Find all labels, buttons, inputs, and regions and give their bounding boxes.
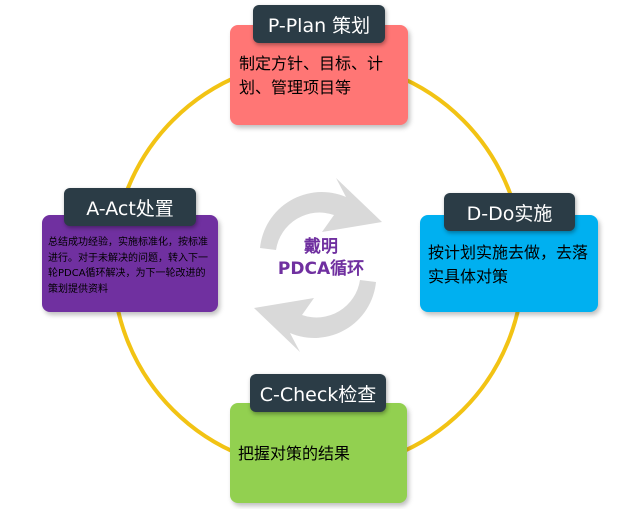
center-label-line2: PDCA循环 <box>277 259 365 280</box>
do-card <box>420 215 598 312</box>
act-card <box>42 215 218 312</box>
act-description: 总结成功经验，实施标准化，按标准进行。对于未解决的问题，转入下一轮PDCA循环解… <box>48 237 208 295</box>
check-card <box>230 403 407 503</box>
do-title: D-Do实施 <box>444 193 575 231</box>
plan-title: P-Plan 策划 <box>253 5 385 43</box>
check-title: C-Check检查 <box>250 374 386 412</box>
center-label-line1: 戴明 <box>304 237 338 257</box>
check-description: 把握对策的结果 <box>238 444 351 463</box>
plan-description: 制定方针、目标、计划、管理项目等 <box>239 54 384 97</box>
do-description: 按计划实施去做，去落实具体对策 <box>428 243 589 286</box>
refresh-cycle-arrows-icon <box>254 178 382 352</box>
act-title: A-Act处置 <box>64 188 196 226</box>
center-label: 戴明 PDCA循环 <box>261 236 381 280</box>
